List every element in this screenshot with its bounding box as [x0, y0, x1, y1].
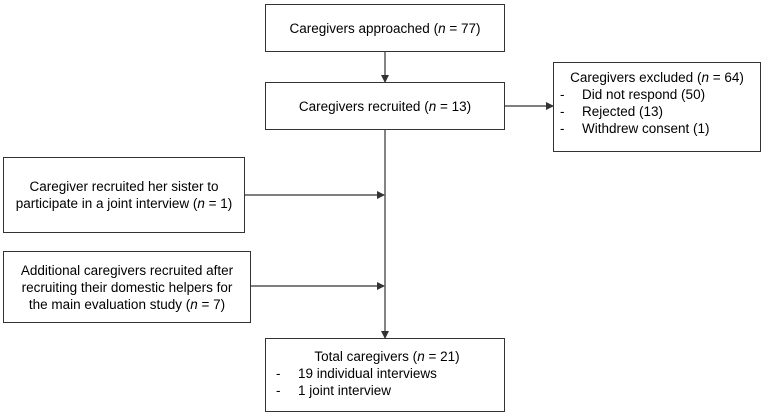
sister-line-2: participate in a joint interview (n = 1)	[16, 195, 233, 212]
recruited-box: Caregivers recruited (n = 13)	[265, 82, 505, 130]
additional-label: the main evaluation study (	[28, 296, 191, 312]
sister-count: = 1)	[204, 196, 233, 211]
additional-count: = 7)	[197, 296, 226, 312]
approached-n: n	[438, 20, 446, 36]
total-item-joint: - 1 joint interview	[276, 382, 498, 399]
total-item-individual: - 19 individual interviews	[276, 365, 498, 382]
total-title: Total caregivers (n = 21)	[276, 348, 498, 365]
excluded-n: n	[701, 70, 709, 85]
additional-n: n	[190, 296, 198, 312]
excluded-item-text: Did not respond (50)	[582, 87, 706, 102]
recruited-count: = 13)	[436, 98, 472, 114]
bullet-dash: -	[560, 87, 565, 102]
total-n: n	[417, 349, 425, 364]
excluded-item-text: Withdrew consent (1)	[582, 121, 710, 136]
excluded-item-rejected: - Rejected (13)	[560, 103, 754, 120]
additional-line-2: recruiting their domestic helpers for	[21, 279, 233, 295]
bullet-dash: -	[276, 383, 281, 398]
approached-label: Caregivers approached (	[289, 20, 439, 36]
excluded-item-text: Rejected (13)	[582, 104, 664, 119]
recruited-n: n	[428, 98, 437, 114]
approached-count: = 77)	[445, 20, 481, 36]
excluded-count: = 64)	[708, 70, 744, 85]
total-item-text: 1 joint interview	[298, 383, 392, 398]
sister-label: participate in a joint interview (	[15, 196, 198, 211]
excluded-box: Caregivers excluded (n = 64) - Did not re…	[553, 62, 761, 152]
excluded-label: Caregivers excluded (	[570, 70, 702, 85]
bullet-dash: -	[560, 121, 565, 136]
recruited-text: Caregivers recruited (n = 13)	[299, 98, 471, 115]
recruited-label: Caregivers recruited (	[298, 98, 429, 114]
excluded-title: Caregivers excluded (n = 64)	[560, 69, 754, 86]
total-item-text: 19 individual interviews	[298, 366, 437, 381]
total-box: Total caregivers (n = 21) - 19 individual…	[265, 338, 505, 412]
additional-box: Additional caregivers recruited after re…	[3, 251, 251, 323]
sister-line-1: Caregiver recruited her sister to	[29, 179, 219, 194]
total-count: = 21)	[424, 349, 460, 364]
approached-box: Caregivers approached (n = 77)	[265, 4, 505, 52]
approached-text: Caregivers approached (n = 77)	[289, 20, 480, 37]
sister-box: Caregiver recruited her sister to partic…	[3, 157, 245, 233]
sister-n: n	[197, 196, 205, 211]
additional-line-1: Additional caregivers recruited after	[20, 262, 234, 278]
excluded-item-withdrew: - Withdrew consent (1)	[560, 120, 754, 137]
excluded-item-no-response: - Did not respond (50)	[560, 86, 754, 103]
bullet-dash: -	[560, 104, 565, 119]
total-label: Total caregivers (	[314, 349, 418, 364]
additional-line-3: the main evaluation study (n = 7)	[29, 296, 225, 313]
bullet-dash: -	[276, 366, 281, 381]
